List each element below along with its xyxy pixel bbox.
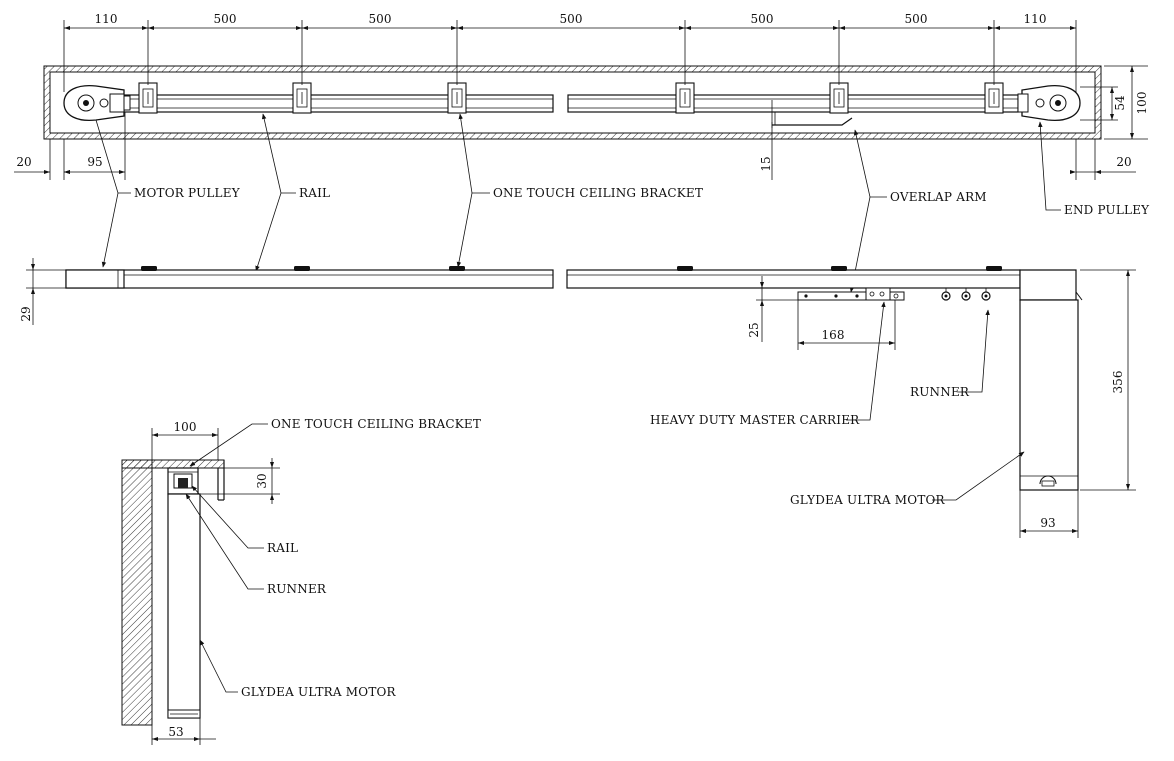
label-section-runner: RUNNER <box>267 582 327 596</box>
label-motor: GLYDEA ULTRA MOTOR <box>790 493 946 507</box>
label-section-bracket: ONE TOUCH CEILING BRACKET <box>271 417 481 431</box>
dim-seg-4: 500 <box>560 12 583 26</box>
dim-motor-width: 93 <box>1040 516 1055 530</box>
plan-end-pulley <box>1017 84 1081 122</box>
elevation-rail-right <box>566 269 1021 289</box>
dim-section-width: 100 <box>174 420 197 434</box>
section-view: 100 30 53 ONE TOUCH CEILING BRACKET RAIL… <box>121 417 481 745</box>
section-motor <box>167 493 201 719</box>
overlap-dimension: 15 <box>759 100 776 180</box>
elevation-callouts: RUNNER HEAVY DUTY MASTER CARRIER GLYDEA … <box>650 301 1025 507</box>
plan-bracket-3 <box>447 82 467 114</box>
label-overlap-arm: OVERLAP ARM <box>890 190 987 204</box>
dim-left-offset: 20 <box>16 155 31 169</box>
dim-box-height: 100 <box>1135 92 1149 115</box>
dim-section-motor-width: 53 <box>168 725 183 739</box>
dim-seg-6: 500 <box>905 12 928 26</box>
dim-right-offset: 20 <box>1116 155 1131 169</box>
label-section-rail: RAIL <box>267 541 298 555</box>
dim-section-width-group: 100 <box>151 420 219 460</box>
plan-bracket-1 <box>138 82 158 114</box>
label-master-carrier: HEAVY DUTY MASTER CARRIER <box>650 413 860 427</box>
section-callouts: ONE TOUCH CEILING BRACKET RAIL RUNNER GL… <box>185 417 481 699</box>
dim-seg-2: 500 <box>214 12 237 26</box>
elevation-rail-left <box>65 269 554 289</box>
section-rail-profile <box>167 467 199 499</box>
plan-bracket-2 <box>292 82 312 114</box>
label-end-pulley: END PULLEY <box>1064 203 1150 217</box>
section-wall <box>121 459 153 726</box>
left-dimensions: 20 95 <box>14 112 126 180</box>
dim-rail-thickness: 29 <box>19 306 33 321</box>
plan-bracket-5 <box>829 82 849 114</box>
label-section-motor: GLYDEA ULTRA MOTOR <box>241 685 397 699</box>
label-rail: RAIL <box>299 186 330 200</box>
plan-rail-left <box>94 94 554 113</box>
plan-view: 110 500 500 500 500 500 110 20 95 <box>14 12 1150 293</box>
elevation-runners <box>941 288 991 301</box>
dim-seg-7: 110 <box>1024 12 1047 26</box>
dim-carrier-length: 168 <box>822 328 845 342</box>
elevation-view: 29 25 168 356 <box>19 258 1136 538</box>
dim-section-height-group: 30 <box>198 458 280 504</box>
plan-rail-right <box>567 94 1019 113</box>
plan-brackets <box>138 82 1004 114</box>
dim-carrier-drop-group: 25 <box>747 276 820 342</box>
label-motor-pulley: MOTOR PULLEY <box>134 186 241 200</box>
elevation-motor <box>1019 269 1083 491</box>
dim-seg-1: 110 <box>95 12 118 26</box>
section-ceiling <box>121 459 225 469</box>
dim-motor-width-group: 93 <box>1019 490 1079 538</box>
dim-seg-5: 500 <box>751 12 774 26</box>
top-dimension-chain: 110 500 500 500 500 500 110 <box>63 12 1077 92</box>
dim-carrier-length-group: 168 <box>797 300 896 350</box>
right-dimensions: 20 54 100 <box>1070 65 1149 180</box>
label-bracket: ONE TOUCH CEILING BRACKET <box>493 186 703 200</box>
plan-motor-pulley <box>63 84 131 122</box>
plan-callouts: MOTOR PULLEY RAIL ONE TOUCH CEILING BRAC… <box>95 113 1150 293</box>
dim-seg-3: 500 <box>369 12 392 26</box>
dim-motor-height-group: 356 <box>1080 269 1136 491</box>
dim-motor-height: 356 <box>1111 371 1125 394</box>
dim-motor-offset: 95 <box>87 155 102 169</box>
plan-bracket-4 <box>675 82 695 114</box>
elevation-master-carrier <box>797 287 905 301</box>
dim-rail-thickness-group: 29 <box>19 258 66 325</box>
dim-section-height: 30 <box>255 473 269 488</box>
plan-bracket-6 <box>984 82 1004 114</box>
dim-overlap-offset: 15 <box>759 156 773 171</box>
dim-section-motor-width-group: 53 <box>151 718 216 745</box>
label-runner: RUNNER <box>910 385 970 399</box>
dim-rail-height: 54 <box>1113 95 1127 111</box>
dim-carrier-drop: 25 <box>747 322 761 337</box>
